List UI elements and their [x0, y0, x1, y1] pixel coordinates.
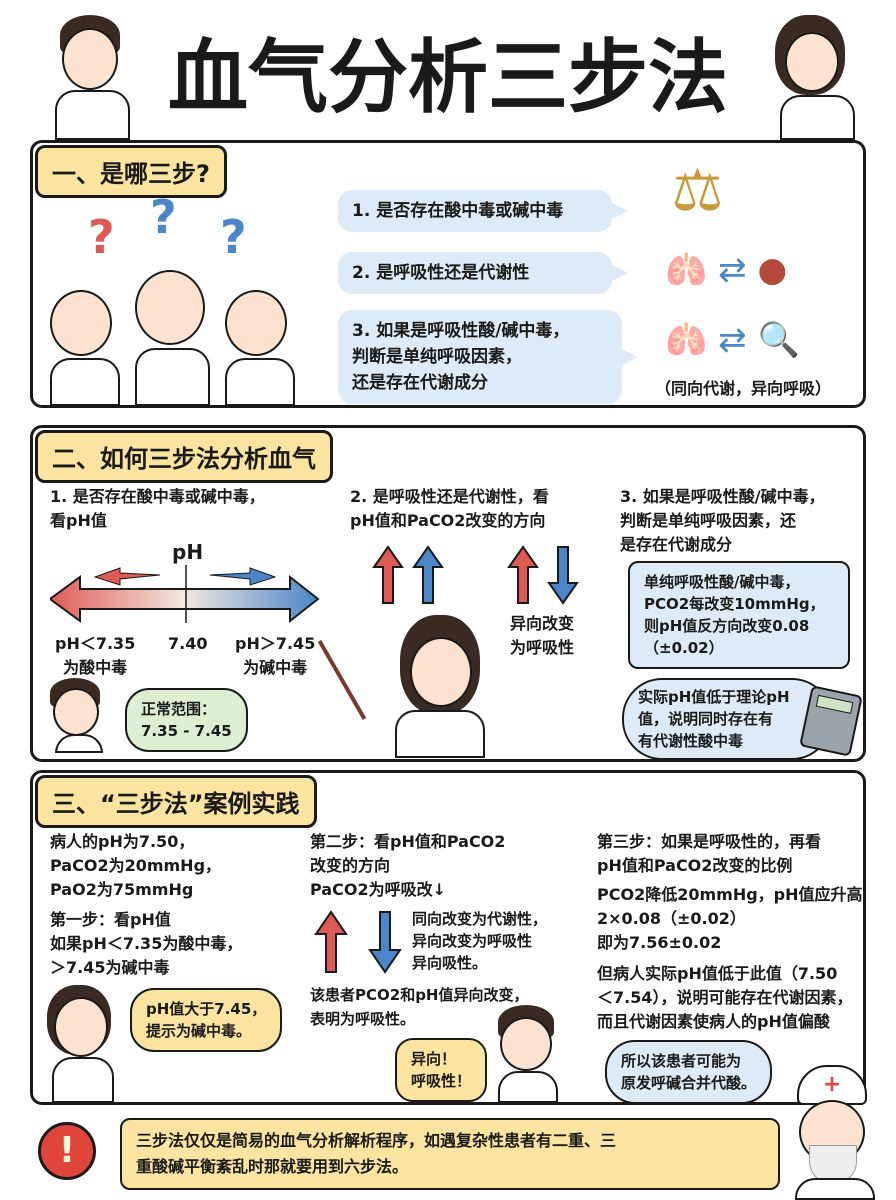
ph-high-label: pH＞7.45 为碱中毒	[235, 634, 316, 677]
step2-conclusion: 该患者PCO2和pH值异向改变， 表明为呼吸性。	[310, 986, 529, 1028]
section-header: 一、是哪三步?	[35, 145, 227, 198]
arrow-down-blue-icon	[368, 911, 402, 974]
doctor-male-illustration	[40, 10, 150, 140]
step-bubble-1: 1. 是否存在酸中毒或碱中毒	[338, 190, 628, 232]
lungs-blood-icon: 🫁 ⇄ 🔍	[665, 320, 800, 360]
step2-text: 2. 是呼吸性还是代谢性，看 pH值和PaCO2改变的方向	[350, 487, 549, 530]
arrow-up-blue-icon	[412, 545, 444, 604]
section-header: 三、“三步法”案例实践	[35, 775, 317, 828]
ph-low-label: pH＜7.35 为酸中毒	[55, 634, 136, 677]
lungs-kidney-icon: 🫁 ⇄ ●	[665, 250, 788, 290]
balance-scale-icon: ⚖	[671, 156, 724, 224]
step3-text: 3. 如果是呼吸性酸/碱中毒， 判断是单纯呼吸因素，还 是存在代谢成分	[620, 487, 825, 554]
step3-case: 第三步：如果是呼吸性的，再看 pH值和PaCO2改变的比例	[597, 832, 822, 875]
metabolic-acidosis-bubble: 实际pH值低于理论pH 值，说明同时存在有 有代谢性酸中毒	[622, 678, 832, 760]
opposite-change-note: 异向改变 为呼吸性	[510, 614, 575, 657]
step-bubble-3: 3. 如果是呼吸性酸/碱中毒， 判断是单纯呼吸因素， 还是存在代谢成分	[338, 310, 638, 404]
ph-mid-label: 7.40	[168, 634, 208, 653]
step-bubble-2: 2. 是呼吸性还是代谢性	[338, 252, 628, 294]
ph-label: pH	[172, 540, 204, 564]
arrow-up-red-icon	[507, 545, 539, 604]
arrow-up-red-icon	[372, 545, 404, 604]
question-mark-icon: ?	[220, 210, 247, 264]
question-mark-icon: ?	[88, 210, 115, 264]
same-opposite-note: （同向代谢，异向呼吸）	[655, 379, 832, 398]
normal-range-bubble: 正常范围： 7.35 - 7.45	[125, 688, 248, 752]
simple-respiratory-box: 单纯呼吸性酸/碱中毒， PCO2每改变10mmHg， 则pH值反方向改变0.08…	[628, 561, 850, 669]
confused-doctors-illustration	[40, 270, 310, 406]
section-header: 二、如何三步法分析血气	[35, 430, 333, 483]
boy-doctor-illustration	[490, 1005, 570, 1103]
respiratory-bubble: 异向！ 呼吸性！	[395, 1038, 488, 1102]
diagnosis-bubble: 所以该患者可能为 原发呼碱合并代酸。	[605, 1040, 773, 1104]
female-doctor-pointer-illustration	[317, 615, 510, 758]
old-doctor-illustration: +	[785, 1060, 885, 1200]
step3-calc: PCO2降低20mmHg，pH值应升高 2×0.08（±0.02） 即为7.56…	[597, 885, 863, 952]
doctor-female-illustration	[765, 10, 870, 140]
direction-rule: 同向改变为代谢性， 异向改变为呼吸性 异向吸性。	[412, 910, 548, 972]
boy-doctor-illustration	[45, 678, 125, 753]
question-mark-icon: ?	[150, 190, 177, 244]
step1-case: 第一步：看pH值 如果pH＜7.35为酸中毒， ＞7.45为碱中毒	[50, 910, 243, 977]
footer-note: 三步法仅仅是简易的血气分析解析程序，如遇复杂性患者有二重、三 重酸碱平衡紊乱时那…	[120, 1118, 780, 1190]
case-data: 病人的pH为7.50， PaCO2为20mmHg， PaO2为75mmHg	[50, 832, 222, 899]
female-doctor-illustration	[42, 985, 132, 1103]
warning-icon: !	[38, 1122, 96, 1180]
alkalosis-bubble: pH值大于7.45， 提示为碱中毒。	[130, 988, 283, 1052]
page-title: 血气分析三步法	[168, 31, 728, 124]
arrow-down-blue-icon	[547, 546, 579, 605]
ph-scale-arrow	[50, 565, 320, 624]
step2-case: 第二步：看pH值和PaCO2 改变的方向 PaCO2为呼吸改↓	[310, 832, 506, 899]
step3-analysis: 但病人实际pH值低于此值（7.50 ＜7.54），说明可能存在代谢因素， 而且代…	[597, 964, 853, 1031]
step1-text: 1. 是否存在酸中毒或碱中毒， 看pH值	[50, 487, 265, 530]
arrow-up-red-icon	[314, 910, 348, 973]
